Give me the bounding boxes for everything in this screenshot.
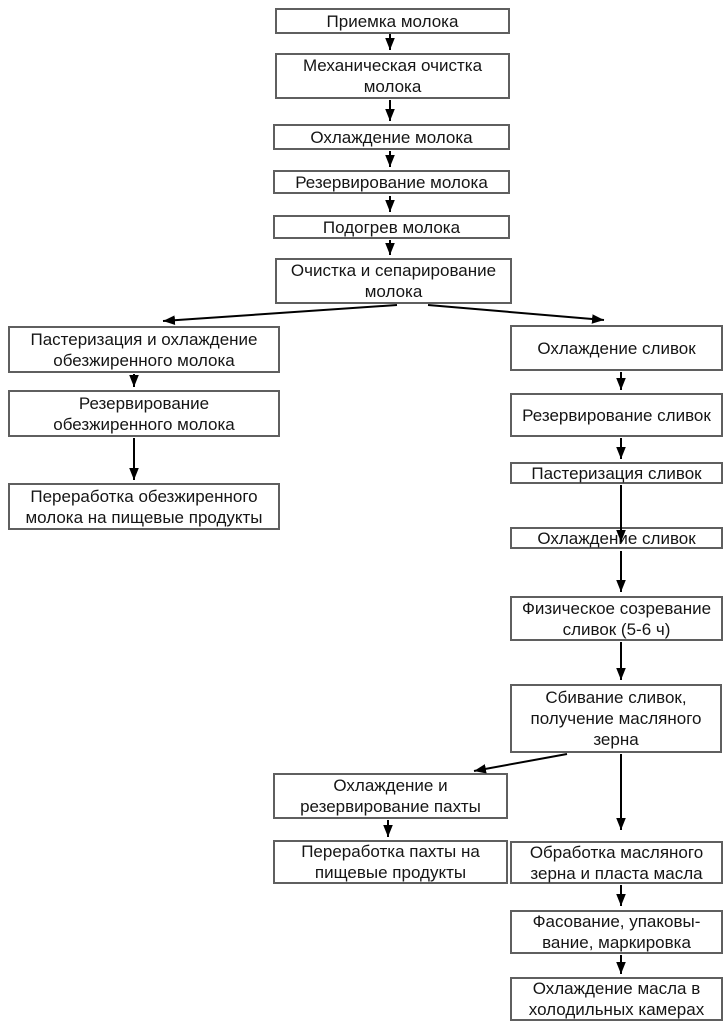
arrow-separirovanie-to-pasterizaciya-obezzhirennogo [162, 304, 398, 325]
node-pererabotka-obezzhirennogo-moloka: Переработка обезжиренного молока на пище… [8, 483, 280, 530]
node-ohlazhdenie-moloka: Охлаждение молока [273, 124, 510, 150]
node-ochistka-i-separirovanie-moloka: Очистка и сепарирование молока [275, 258, 512, 304]
node-sbivanie-slivok: Сбивание сливок, получение масляного зер… [510, 684, 722, 753]
node-pasterizaciya-i-ohlazhdenie-obezzhirennogo-moloka: Пастеризация и охлаждение обезжиренного … [8, 326, 280, 373]
node-ohlazhdenie-i-rezervirovanie-pahty: Охлаждение и резервирование пахты [273, 773, 508, 819]
node-rezervirovanie-obezzhirennogo-moloka: Резервирование обезжиренного молока [8, 390, 280, 437]
node-pererabotka-pahty: Переработка пахты на пищевые продукты [273, 840, 508, 884]
node-fizicheskoe-sozrevanie-slivok: Физическое созревание сливок (5-6 ч) [510, 596, 723, 641]
node-ohlazhdenie-masla: Охлаждение масла в холодильных камерах [510, 977, 723, 1021]
arrow-separirovanie-to-ohlazhdenie-slivok [427, 304, 605, 324]
arrow-sbivanie-to-pahta [473, 753, 568, 774]
node-ohlazhdenie-slivok-1: Охлаждение сливок [510, 325, 723, 371]
node-podogrev-moloka: Подогрев молока [273, 215, 510, 239]
node-fasovanie-upakovyvanie-markirovka: Фасование, упаковы- вание, маркировка [510, 910, 723, 954]
node-priemka-moloka: Приемка молока [275, 8, 510, 34]
node-ohlazhdenie-slivok-2: Охлаждение сливок [510, 527, 723, 549]
node-rezervirovanie-moloka: Резервирование молока [273, 170, 510, 194]
node-pasterizaciya-slivok: Пастеризация сливок [510, 462, 723, 484]
node-mehanicheskaya-ochistka-moloka: Механическая очистка молока [275, 53, 510, 99]
node-rezervirovanie-slivok: Резервирование сливок [510, 393, 723, 437]
node-obrabotka-maslyanogo-zerna: Обработка масляного зерна и пласта масла [510, 841, 723, 884]
